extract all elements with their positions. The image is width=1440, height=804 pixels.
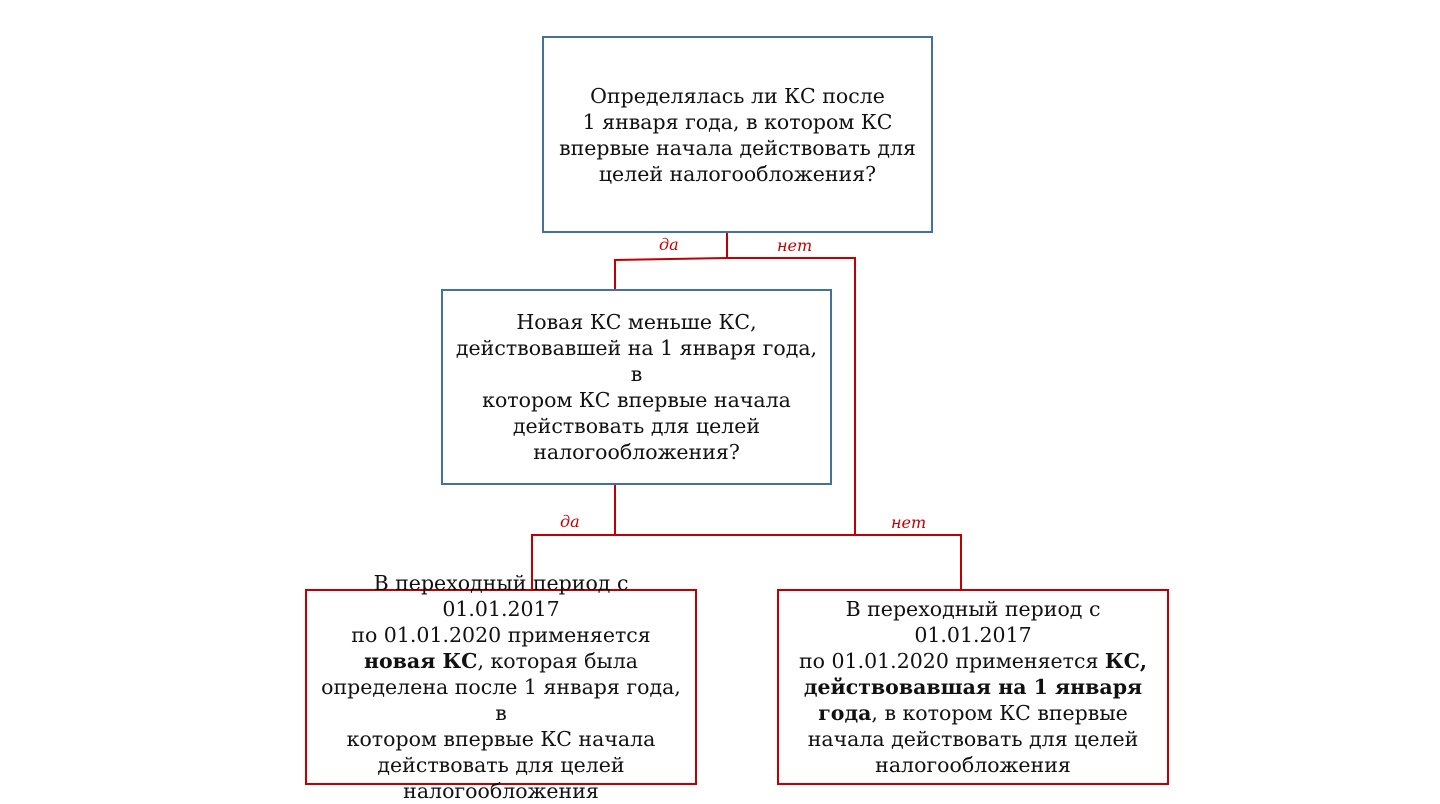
branch-label-no-2: нет xyxy=(891,513,927,532)
question-2-text: Новая КС меньше КС,действовавшей на 1 ян… xyxy=(455,310,818,464)
branch-label-yes-1: да xyxy=(659,235,679,254)
branch-label-yes-2: да xyxy=(560,512,580,531)
connector-q1-no xyxy=(727,257,856,535)
question-box-2: Новая КС меньше КС,действовавшей на 1 ян… xyxy=(441,289,832,485)
connector-q2-yes xyxy=(531,534,615,589)
branch-label-no-1: нет xyxy=(777,236,813,255)
connector-q2-no xyxy=(615,534,962,589)
connector-q1-yes xyxy=(614,257,728,289)
result-yes-text-bold: новая КС xyxy=(363,649,478,673)
